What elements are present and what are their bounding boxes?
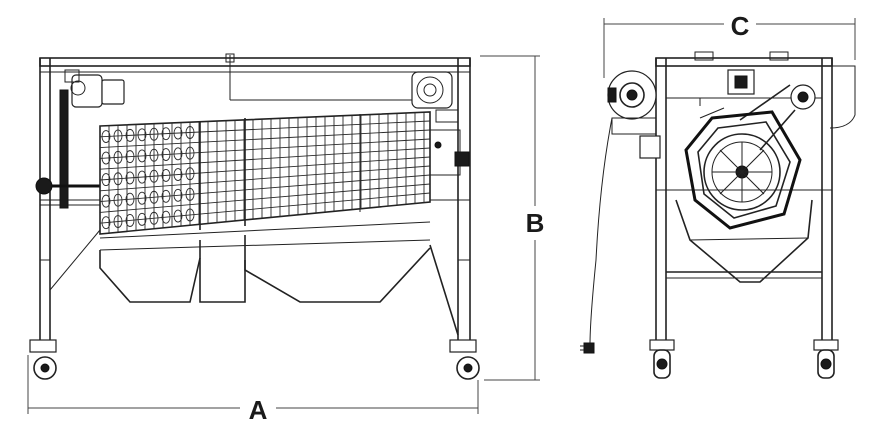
side-frame [655, 51, 833, 340]
side-motor [580, 70, 661, 354]
front-left-caster [29, 339, 57, 380]
side-right-caster [813, 339, 839, 379]
side-view [580, 51, 856, 379]
power-plug-icon [583, 342, 595, 354]
front-right-caster [449, 339, 480, 380]
power-cord [589, 117, 613, 346]
side-control-box [666, 69, 822, 106]
front-hoppers [99, 221, 431, 303]
dimension-c: C [603, 11, 856, 78]
front-right-motor [411, 71, 459, 123]
front-view [29, 53, 480, 380]
dimension-b: B [480, 55, 545, 381]
front-right-leg [429, 58, 471, 340]
side-octagonal-drum [684, 107, 802, 230]
front-drive-belt [35, 89, 100, 209]
dimension-a: A [27, 355, 479, 425]
dimension-c-label: C [731, 11, 750, 41]
dimension-a-label: A [249, 395, 268, 425]
front-left-leg [39, 58, 101, 340]
front-left-motor [64, 69, 125, 108]
front-sieve-drum [99, 111, 470, 235]
side-left-caster [649, 339, 675, 379]
side-hopper [675, 199, 813, 283]
dimension-b-label: B [526, 208, 545, 238]
